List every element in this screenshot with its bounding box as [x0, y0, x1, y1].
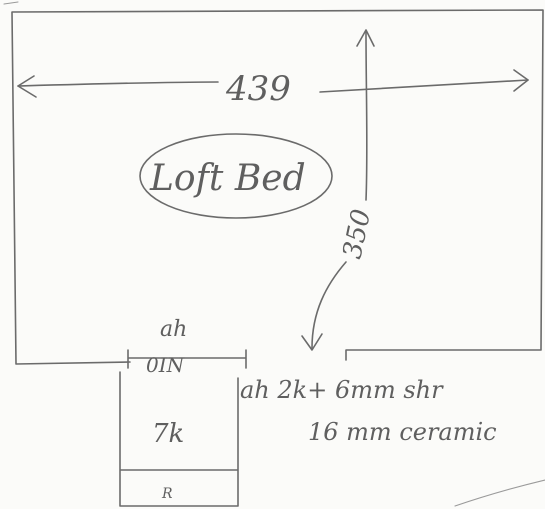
door-dimension-line	[127, 349, 247, 369]
loft-bed-circle	[139, 133, 333, 219]
wall-note-line-1: ah 2k+ 6mm shr	[240, 376, 444, 404]
depth-dimension-line-top	[365, 31, 368, 201]
wall-note-line-2: 16 mm ceramic	[308, 418, 497, 446]
closet-outline	[119, 371, 239, 507]
width-arrowhead-right	[513, 69, 529, 92]
width-dimension-line-left	[17, 81, 219, 87]
depth-dimension-line-bottom	[311, 261, 347, 349]
width-dimension-line-right	[319, 79, 529, 93]
width-arrowhead-left	[17, 75, 37, 98]
loft-bed-label: Loft Bed	[149, 158, 306, 199]
closet-bottom-label: R	[161, 486, 173, 502]
door-width-label: 0IN	[146, 353, 186, 377]
depth-arrowhead-top	[356, 29, 375, 47]
room-outline	[11, 9, 544, 365]
stray-stroke-top-left	[3, 1, 19, 5]
stray-stroke-bottom-right	[454, 479, 545, 507]
depth-dimension-label: 350	[338, 207, 378, 262]
width-dimension-label: 439	[225, 69, 291, 109]
door-width-top-label: ah	[160, 317, 187, 342]
closet-label: 7k	[152, 419, 184, 449]
depth-arrowhead-bottom	[301, 333, 323, 351]
